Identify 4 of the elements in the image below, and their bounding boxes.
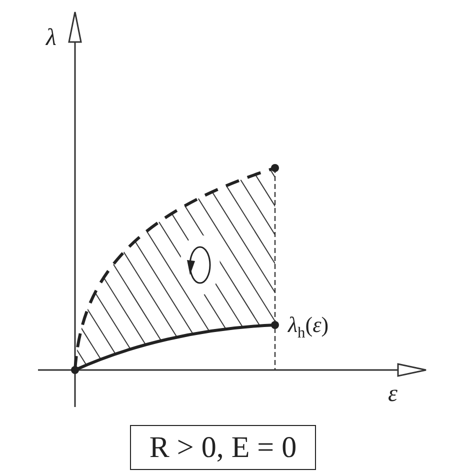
condition-box: R > 0, E = 0 xyxy=(130,425,316,470)
curve-label: λ$_{h}$(ε) xyxy=(288,314,329,341)
axis-label: ε xyxy=(388,382,398,406)
axis-label: λ xyxy=(46,26,56,50)
